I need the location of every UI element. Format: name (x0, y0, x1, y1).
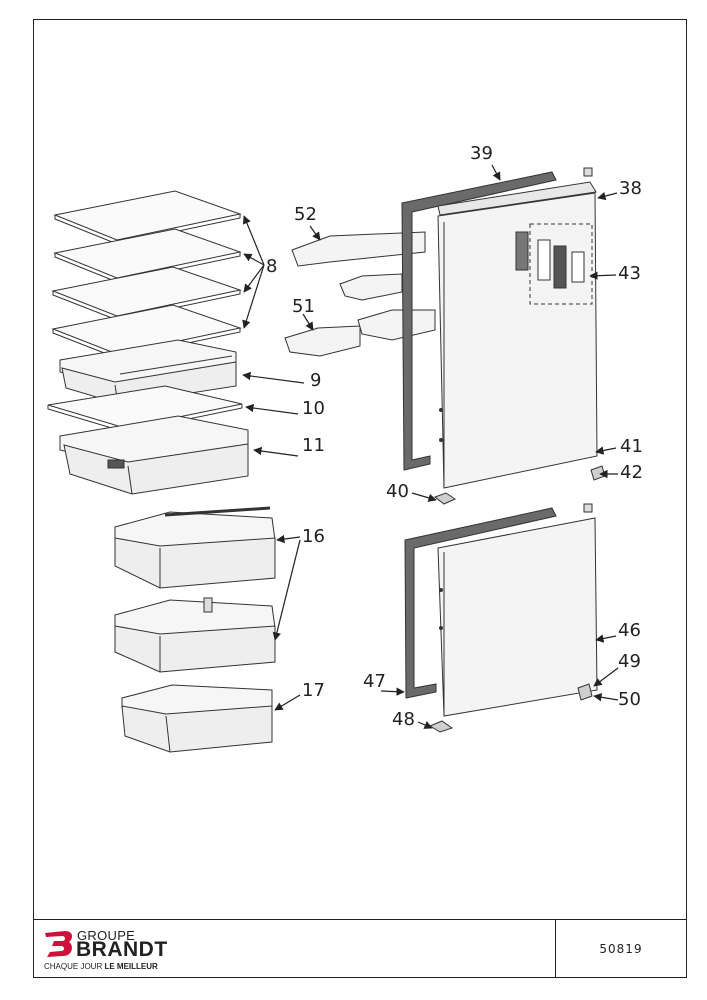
callout-9: 9 (310, 370, 321, 391)
callout-43: 43 (618, 263, 641, 284)
lower-door-gasket (404, 507, 557, 699)
callout-10: 10 (302, 398, 325, 419)
leader-lines (242, 164, 619, 729)
footer-divider (33, 919, 687, 920)
callout-16: 16 (302, 526, 325, 547)
balcony-small-1 (339, 273, 403, 301)
glass-shelves (51, 190, 242, 359)
hinge-48 (428, 720, 454, 733)
callout-48: 48 (392, 709, 415, 730)
callout-8: 8 (266, 256, 277, 277)
hinge-parts (428, 465, 606, 733)
upper-door-top-trim (437, 181, 597, 216)
glass-shelf-3 (51, 266, 242, 317)
glass-shelf-2 (53, 228, 242, 279)
balcony-52 (291, 231, 426, 267)
callout-52: 52 (294, 204, 317, 225)
upper-door-gasket (401, 171, 557, 471)
freezer-drawer-16a (114, 506, 276, 589)
lower-door-panel (437, 517, 598, 717)
drawer-11 (59, 415, 249, 495)
callout-11: 11 (302, 435, 325, 456)
balcony-51 (284, 325, 361, 357)
control-panel (529, 223, 593, 305)
lower-door-assembly (404, 503, 598, 717)
door-balconies (284, 231, 436, 357)
brand-b-mark-icon (45, 931, 73, 957)
callout-40: 40 (386, 481, 409, 502)
brand-logo: GROUPE BRANDT CHAQUE JOUR LE MEILLEUR (44, 928, 244, 976)
callout-46: 46 (618, 620, 641, 641)
tagline-prefix: CHAQUE JOUR (44, 962, 103, 971)
document-number: 50819 (599, 941, 643, 956)
callout-39: 39 (470, 143, 493, 164)
tagline-emphasis: LE MEILLEUR (104, 962, 158, 971)
freezer-basket-17 (121, 684, 273, 753)
callout-labels: 8 9 10 11 16 17 52 51 39 38 43 41 42 40 … (266, 143, 643, 730)
glass-shelf-1 (53, 190, 242, 241)
hinge-42 (590, 465, 606, 481)
callout-49: 49 (618, 651, 641, 672)
callout-41: 41 (620, 436, 643, 457)
footer-vertical-divider (555, 919, 556, 978)
brand-group-label: GROUPE (77, 928, 136, 943)
callout-38: 38 (619, 178, 642, 199)
upper-door-assembly (401, 167, 598, 489)
hinge-50 (577, 683, 593, 701)
brand-tagline: CHAQUE JOUR LE MEILLEUR (44, 962, 158, 971)
drawer-9 (59, 339, 237, 405)
freezer-drawer-16b (114, 597, 276, 673)
callout-47: 47 (363, 671, 386, 692)
callout-50: 50 (618, 689, 641, 710)
balcony-small-2 (357, 309, 436, 341)
hinge-40 (433, 492, 457, 505)
drawing-sheet (33, 19, 687, 978)
callout-51: 51 (292, 296, 315, 317)
callout-17: 17 (302, 680, 325, 701)
callout-42: 42 (620, 462, 643, 483)
brand-name: BRANDT (76, 938, 168, 961)
